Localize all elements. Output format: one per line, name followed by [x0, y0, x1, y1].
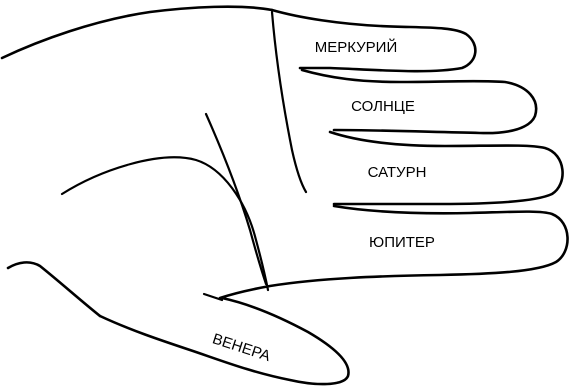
label-sun: СОЛНЦЕ: [351, 98, 415, 115]
label-jupiter: ЮПИТЕР: [369, 234, 435, 251]
label-venus: ВЕНЕРА: [210, 330, 272, 365]
label-saturn: САТУРН: [368, 164, 427, 181]
label-mercury: МЕРКУРИЙ: [315, 38, 398, 56]
